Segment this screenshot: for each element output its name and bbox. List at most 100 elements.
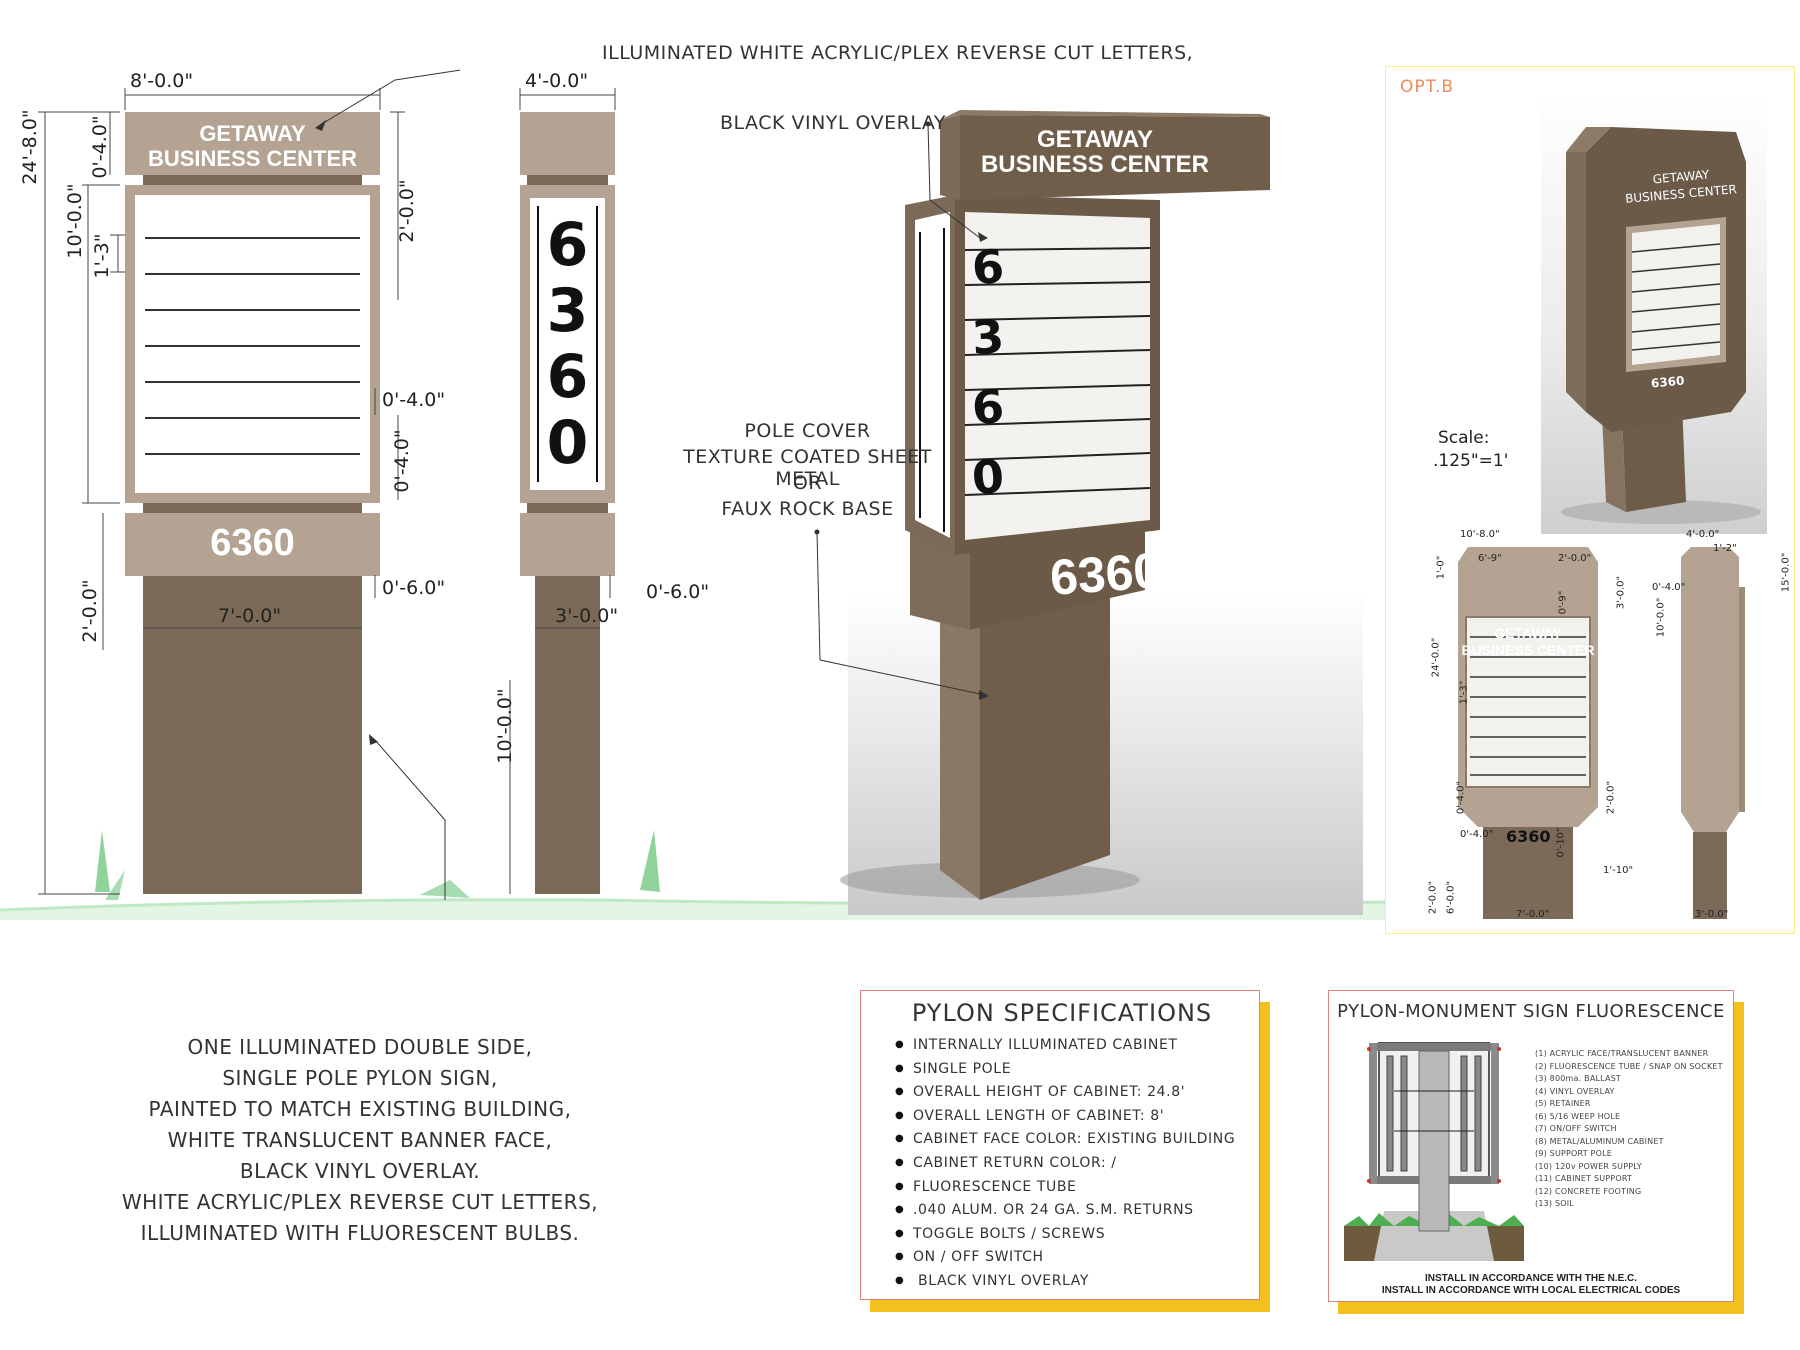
legend-item: (3) 800ma. BALLAST <box>1535 1074 1622 1083</box>
pole-front-dim: 7'-0.0" <box>218 605 282 627</box>
front-address-number: 6360 <box>210 522 295 564</box>
spec-item: INTERNALLY ILLUMINATED CABINET <box>895 1037 1259 1053</box>
description-line: ILLUMINATED WITH FLUORESCENT BULBS. <box>140 1221 580 1245</box>
opt-b-dim-side-top: 1'-2" <box>1713 543 1737 554</box>
opt-b-label: OPT.B <box>1400 77 1455 97</box>
render-callout-leaders <box>814 121 989 700</box>
front-elevation: GETAWAY BUSINESS CENTER 6360 <box>0 0 460 900</box>
opt-b-dim-side-a: 2'-0.0" <box>1558 553 1592 564</box>
side-dimension-lines <box>509 88 616 894</box>
opt-b-dim-pole-h2: 6'-0.0" <box>1445 880 1457 915</box>
description-line: SINGLE POLE PYLON SIGN, <box>222 1066 498 1090</box>
render-title-line2: BUSINESS CENTER <box>980 151 1210 178</box>
spec-item: CABINET FACE COLOR: EXISTING BUILDING <box>895 1131 1259 1147</box>
side-number-band <box>520 513 615 576</box>
opt-b-dim-side-w: 4'-0.0" <box>1686 529 1720 540</box>
front-dimension-lines <box>38 69 460 900</box>
side-elevation: 6 3 6 0 4'-0.0" 0'-6.0" 3'-0.0" 10'-0.0" <box>480 0 730 900</box>
opt-b-dim-side-pole: 3'-0.0" <box>1695 909 1729 920</box>
front-tenant-panel <box>125 185 380 503</box>
opt-b-dim-base2: 1'-10" <box>1603 865 1634 876</box>
side-width-dim: 4'-0.0" <box>525 70 589 92</box>
pole-cover-line1: POLE COVER <box>744 420 871 442</box>
vinyl-callout: BLACK VINYL OVERLAY <box>720 112 947 134</box>
side-number-face <box>530 198 605 490</box>
reveal-a-dim: 0'-4.0" <box>382 389 446 411</box>
opt-b-scale-label: Scale: <box>1438 428 1490 448</box>
fluorescence-note-2: INSTALL IN ACCORDANCE WITH LOCAL ELECTRI… <box>1381 1285 1681 1296</box>
opt-b-dim-reveal-h: 0'-4.0" <box>1460 829 1494 840</box>
render-3d-sign <box>840 110 1270 900</box>
side-number-digit-4: 0 <box>546 408 589 478</box>
spec-item: TOGGLE BOLTS / SCREWS <box>895 1226 1259 1242</box>
spec-item: ON / OFF SWITCH <box>895 1249 1259 1265</box>
spec-item: .040 ALUM. OR 24 GA. S.M. RETURNS <box>895 1202 1259 1218</box>
description-line: PAINTED TO MATCH EXISTING BUILDING, <box>148 1097 572 1121</box>
pole-cover-line2: TEXTURE COATED SHEET METAL <box>683 446 932 490</box>
opt-b-dim-side-cab: 10'-0.0" <box>1655 597 1667 638</box>
legend-item: (13) SOIL <box>1535 1199 1574 1208</box>
fluorescence-title: PYLON-MONUMENT SIGN FLUORESCENCE <box>1337 1001 1725 1022</box>
legend-item: (8) METAL/ALUMINUM CABINET <box>1535 1136 1664 1146</box>
front-pole-cover <box>143 576 362 894</box>
side-number-digit-3: 6 <box>546 342 589 412</box>
opt-b-front-number: 6360 <box>1506 827 1551 846</box>
offset-front-dim: 0'-6.0" <box>382 577 446 599</box>
opt-b-dim-row: 1'-3" <box>1458 680 1470 705</box>
opt-b-dim-reveal-v: 0'-4.0" <box>1455 780 1467 815</box>
opt-b-panel: OPT.B GETAWAY BUSINESS CENTER 6360 Scale… <box>1385 66 1795 934</box>
opt-b-front-shape <box>1458 547 1598 919</box>
opt-b-dim-side-b: 2'-0.0" <box>1605 780 1617 815</box>
spec-item: BLACK VINYL OVERLAY <box>895 1273 1259 1289</box>
side-number-digit-2: 3 <box>546 276 589 346</box>
spec-item: OVERALL HEIGHT OF CABINET: 24.8' <box>895 1084 1259 1100</box>
description-block: ONE ILLUMINATED DOUBLE SIDE, SINGLE POLE… <box>100 1032 620 1249</box>
front-number-band <box>125 513 380 576</box>
opt-b-dim-inner: 6'-9" <box>1478 553 1502 564</box>
side-header-cap <box>520 112 615 175</box>
opt-b-render: GETAWAY BUSINESS CENTER 6360 <box>1541 92 1767 534</box>
pylon-specifications-card: PYLON SPECIFICATIONS INTERNALLY ILLUMINA… <box>860 990 1260 1300</box>
specifications-title: PYLON SPECIFICATIONS <box>911 999 1213 1027</box>
legend-item: (11) CABINET SUPPORT <box>1535 1174 1633 1183</box>
side-neck <box>527 175 608 185</box>
spec-item: SINGLE POLE <box>895 1061 1259 1077</box>
front-header-title-line1: GETAWAY <box>199 121 306 146</box>
legend-item: (2) FLUORESCENCE TUBE / SNAP ON SOCKET <box>1535 1061 1723 1071</box>
opt-b-dim-small-a: 1'-0" <box>1435 555 1447 580</box>
legend-item: (10) 120v POWER SUPPLY <box>1535 1161 1642 1171</box>
fluorescence-note-1: INSTALL IN ACCORDANCE WITH THE N.E.C. <box>1424 1273 1638 1284</box>
legend-item: (4) VINYL OVERLAY <box>1535 1086 1615 1096</box>
legend-item: (5) RETAINER <box>1535 1099 1591 1108</box>
side-vinyl-border <box>537 206 598 482</box>
opt-b-front-title2: BUSINESS CENTER <box>1461 642 1595 658</box>
opt-b-dim-pole-w: 7'-0.0" <box>1516 909 1550 920</box>
side-pole-cover <box>535 576 600 894</box>
description-line: BLACK VINYL OVERLAY. <box>239 1159 481 1183</box>
opt-b-front-elev: GETAWAY BUSINESS CENTER 6360 10'-8.0" 6'… <box>1438 529 1633 927</box>
opt-b-scale-value: .125"=1' <box>1433 451 1509 471</box>
fluorescence-section-drawing <box>1344 1042 1524 1261</box>
front-neck-lower <box>143 503 362 513</box>
pole-cover-line3: OR <box>792 472 823 494</box>
opt-b-render-number: 6360 <box>1650 373 1685 391</box>
pole-side-dim: 3'-0.0" <box>555 605 619 627</box>
description-line: WHITE TRANSLUCENT BANNER FACE, <box>167 1128 553 1152</box>
description-line: WHITE ACRYLIC/PLEX REVERSE CUT LETTERS, <box>121 1190 599 1214</box>
fluorescence-legend: (1) ACRYLIC FACE/TRANSLUCENT BANNER (2) … <box>1535 1049 1723 1212</box>
render-title-line1: GETAWAY <box>1036 126 1154 153</box>
opt-b-render-shape <box>1561 127 1761 524</box>
opt-b-dim-height: 24'-0.0" <box>1430 637 1442 678</box>
front-header-title-line2: BUSINESS CENTER <box>147 146 358 171</box>
legend-item: (7) ON/OFF SWITCH <box>1535 1124 1617 1133</box>
front-header-cap <box>125 112 380 175</box>
fluorescence-detail-card: PYLON-MONUMENT SIGN FLUORESCENCE (1) ACR… <box>1328 990 1734 1302</box>
spec-item: CABINET RETURN COLOR: / <box>895 1155 1259 1171</box>
opt-b-dim-base1: 0'-10" <box>1555 827 1567 858</box>
side-neck-lower <box>527 503 608 513</box>
legend-item: (12) CONCRETE FOOTING <box>1535 1186 1642 1196</box>
legend-item: (1) ACRYLIC FACE/TRANSLUCENT BANNER <box>1535 1049 1709 1058</box>
spec-item: FLUORESCENCE TUBE <box>895 1179 1259 1195</box>
side-number-digit-1: 6 <box>546 210 589 280</box>
opt-b-front-title1: GETAWAY <box>1494 625 1562 641</box>
